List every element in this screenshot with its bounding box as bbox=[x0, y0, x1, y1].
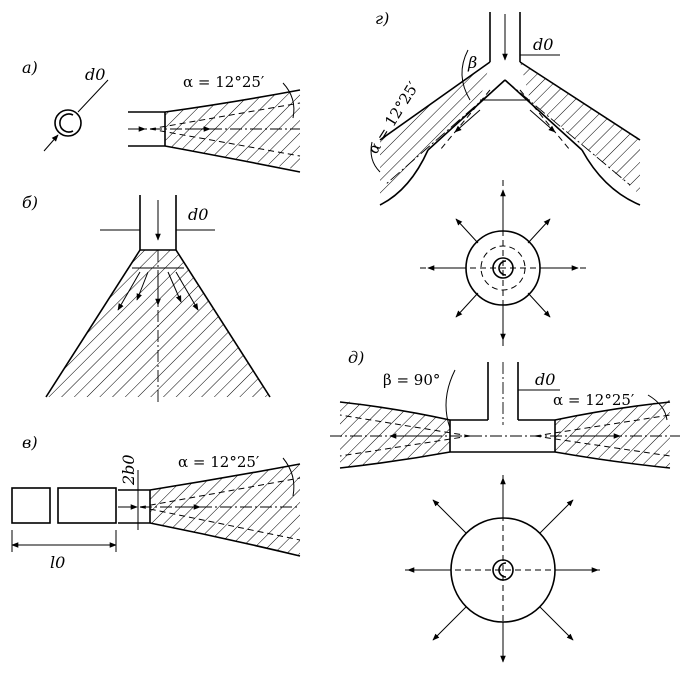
jet-hatch-g-left bbox=[380, 62, 490, 195]
jet-hatch-b bbox=[46, 250, 270, 397]
d0-label-g: d0 bbox=[533, 35, 553, 54]
jet-hatch-g-right bbox=[520, 62, 640, 195]
d0-label-b: d0 bbox=[188, 205, 208, 224]
panel-b: б) d0 bbox=[22, 193, 271, 402]
jet-hatch-v bbox=[150, 465, 300, 555]
beta-label-g: β bbox=[467, 53, 477, 72]
panel-g: г) d0 β α = 12°25′ bbox=[364, 9, 641, 350]
panel-a: а) d0 α = 12°25′ bbox=[22, 58, 301, 173]
jet-hatch-d-right bbox=[555, 400, 670, 468]
label-g: г) bbox=[375, 9, 389, 28]
jet-hatch-a bbox=[165, 90, 300, 170]
nozzle-circle bbox=[54, 109, 82, 137]
label-a: а) bbox=[22, 58, 38, 77]
label-v: в) bbox=[22, 433, 38, 452]
alpha-label-a: α = 12°25′ bbox=[183, 73, 265, 91]
beta90-label: β = 90° bbox=[383, 371, 440, 389]
alpha-label-v: α = 12°25′ bbox=[178, 453, 260, 471]
panel-v: в) l0 2b0 α = 12°25′ bbox=[11, 433, 301, 572]
nozzle-crescent bbox=[59, 113, 74, 133]
l0-label: l0 bbox=[50, 553, 65, 572]
2b0-label: 2b0 bbox=[119, 454, 138, 486]
label-d: д) bbox=[348, 348, 364, 367]
panel-d: д) d0 β = 90° α = 12°25′ bbox=[330, 348, 680, 665]
d0-label-d: d0 bbox=[535, 370, 555, 389]
d0-label-a: d0 bbox=[85, 65, 105, 84]
alpha-label-d: α = 12°25′ bbox=[553, 391, 635, 409]
label-b: б) bbox=[22, 193, 38, 212]
